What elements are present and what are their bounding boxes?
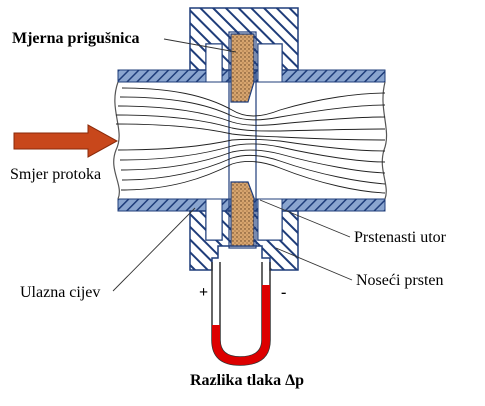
orifice-plate-top — [230, 33, 255, 103]
flow-streamlines — [115, 87, 386, 194]
carrier-ring-label: Noseći prsten — [356, 272, 444, 289]
minus-sign: - — [281, 284, 287, 301]
pressure-difference-label: Razlika tlaka Δp — [190, 372, 305, 389]
pipe-right-end — [381, 81, 388, 200]
annular-groove-label: Prstenasti utor — [354, 229, 446, 246]
leader-lines — [112, 38, 353, 292]
orifice-plate-bottom — [230, 181, 255, 247]
flow-arrow — [13, 124, 119, 158]
manometer-u-tube — [211, 262, 271, 366]
inlet-pipe-label: Ulazna cijev — [20, 284, 101, 301]
flow-direction-label: Smjer protoka — [10, 166, 102, 183]
pipe-left-end — [113, 81, 120, 200]
plus-sign: + — [199, 284, 209, 301]
orifice-label: Mjerna prigušnica — [12, 30, 140, 47]
